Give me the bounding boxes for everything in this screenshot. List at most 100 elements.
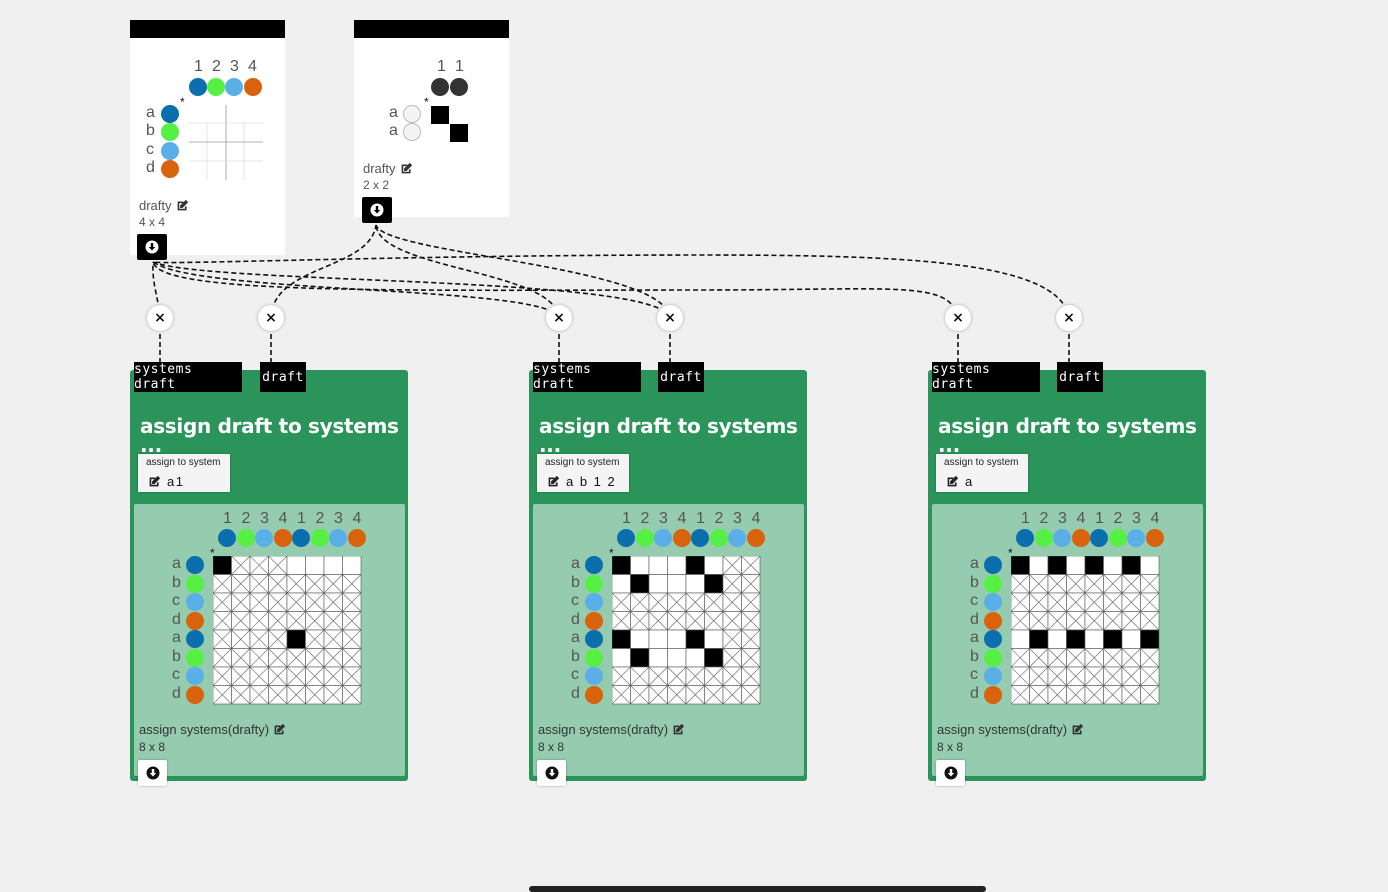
warp-system-dot[interactable] xyxy=(1108,529,1127,547)
draft-cell[interactable] xyxy=(342,648,362,668)
warp-system-dot[interactable] xyxy=(728,529,746,547)
weft-system-dot[interactable] xyxy=(984,574,1002,593)
weft-system-dot[interactable] xyxy=(161,142,179,160)
draft-cell[interactable] xyxy=(648,574,668,594)
draft-cell[interactable] xyxy=(612,648,631,668)
draft-cell[interactable] xyxy=(213,629,232,649)
draft-cell[interactable] xyxy=(1011,611,1030,631)
draft-cell[interactable] xyxy=(286,629,306,649)
remove-connection-button[interactable]: × xyxy=(1056,305,1082,331)
warp-system-dot[interactable] xyxy=(310,529,329,547)
draft-cell[interactable] xyxy=(1103,629,1123,649)
output-draft-grid[interactable] xyxy=(1011,556,1161,706)
draft-cell[interactable] xyxy=(630,629,650,649)
draft-cell[interactable] xyxy=(286,666,306,686)
weft-system-dot[interactable] xyxy=(186,685,204,704)
draft-cell[interactable] xyxy=(685,648,705,668)
draft-cell[interactable] xyxy=(1047,592,1067,612)
remove-connection-button[interactable]: × xyxy=(147,305,173,331)
draft-cell[interactable] xyxy=(1103,574,1123,594)
weft-system-dot[interactable] xyxy=(186,667,204,685)
draft-cell[interactable] xyxy=(342,611,362,631)
draft-cell[interactable] xyxy=(323,666,343,686)
download-button[interactable] xyxy=(362,197,392,223)
weft-system-dot[interactable] xyxy=(161,123,179,141)
draft-cell[interactable] xyxy=(323,556,343,575)
weft-system-dot[interactable] xyxy=(585,648,603,667)
draft-cell[interactable] xyxy=(741,629,761,649)
param-value[interactable]: a xyxy=(946,474,974,489)
weft-system-dot[interactable] xyxy=(585,630,603,648)
draft-cell[interactable] xyxy=(213,648,232,668)
edit-icon[interactable] xyxy=(547,475,560,488)
draft-cell[interactable] xyxy=(630,574,650,594)
weft-system-dot[interactable] xyxy=(403,105,421,123)
draft-cell[interactable] xyxy=(231,648,251,668)
operation-assign-draft-to-systems[interactable]: assign draft to systems ···assign to sys… xyxy=(529,370,807,786)
weft-system-dot[interactable] xyxy=(186,611,204,630)
draft-cell[interactable] xyxy=(213,556,232,575)
warp-system-dot[interactable] xyxy=(431,78,449,96)
draft-cell[interactable] xyxy=(1011,629,1030,649)
warp-system-dot[interactable] xyxy=(709,529,728,547)
draft-card-drafty-4x4[interactable]: 1 2 3 4 * a b c d drafty 4 x 4 xyxy=(130,20,285,260)
draft-cell[interactable] xyxy=(648,685,668,705)
draft-cell[interactable] xyxy=(1121,629,1141,649)
draft-cell[interactable] xyxy=(1121,574,1141,594)
draft-cell[interactable] xyxy=(1121,685,1141,705)
warp-system-dot[interactable] xyxy=(273,529,292,547)
draft-cell[interactable] xyxy=(231,629,251,649)
draft-cell-filled[interactable] xyxy=(450,124,468,142)
draft-cell[interactable] xyxy=(1011,685,1030,705)
weft-system-dot[interactable] xyxy=(186,630,204,648)
draft-cell[interactable] xyxy=(286,611,306,631)
draft-cell[interactable] xyxy=(286,556,306,575)
draft-cell[interactable] xyxy=(648,666,668,686)
weft-system-dot[interactable] xyxy=(984,630,1002,648)
remove-connection-button[interactable]: × xyxy=(657,305,683,331)
draft-cell[interactable] xyxy=(685,592,705,612)
draft-cell[interactable] xyxy=(667,666,687,686)
edit-icon[interactable] xyxy=(273,723,286,736)
draft-cell[interactable] xyxy=(249,685,269,705)
output-draft-name[interactable]: assign systems(drafty) xyxy=(139,722,286,737)
draft-cell[interactable] xyxy=(268,685,288,705)
draft-cell[interactable] xyxy=(1011,574,1030,594)
draft-cell[interactable] xyxy=(213,592,232,612)
draft-cell[interactable] xyxy=(305,685,325,705)
warp-system-dot[interactable] xyxy=(329,529,347,547)
edit-icon[interactable] xyxy=(148,475,161,488)
draft-cell[interactable] xyxy=(1029,556,1049,575)
draft-cell[interactable] xyxy=(231,574,251,594)
draft-cell[interactable] xyxy=(249,666,269,686)
weft-system-dot[interactable] xyxy=(585,593,603,611)
draft-cell[interactable] xyxy=(1029,629,1049,649)
warp-system-dot[interactable] xyxy=(672,529,691,547)
draft-cell[interactable] xyxy=(685,685,705,705)
draft-cell[interactable] xyxy=(213,666,232,686)
draft-cell[interactable] xyxy=(1066,666,1086,686)
draft-cell[interactable] xyxy=(213,611,232,631)
draft-cell[interactable] xyxy=(648,629,668,649)
draft-name[interactable]: drafty xyxy=(139,198,189,213)
draft-cell[interactable] xyxy=(231,556,251,575)
draft-cell[interactable] xyxy=(612,556,631,575)
weft-system-dot[interactable] xyxy=(984,556,1002,574)
port-systems-draft[interactable]: systems draft xyxy=(932,362,1040,392)
draft-cell[interactable] xyxy=(704,629,724,649)
draft-cell[interactable] xyxy=(1066,685,1086,705)
draft-cell[interactable] xyxy=(1140,648,1160,668)
port-draft[interactable]: draft xyxy=(260,362,306,392)
draft-cell[interactable] xyxy=(305,611,325,631)
draft-cell[interactable] xyxy=(1140,685,1160,705)
weft-system-dot[interactable] xyxy=(984,611,1002,630)
remove-connection-button[interactable]: × xyxy=(546,305,572,331)
port-draft[interactable]: draft xyxy=(1057,362,1103,392)
draft-cell[interactable] xyxy=(1103,648,1123,668)
draft-cell[interactable] xyxy=(1047,629,1067,649)
draft-cell[interactable] xyxy=(268,629,288,649)
warp-system-dot[interactable] xyxy=(347,529,366,547)
draft-cell[interactable] xyxy=(741,648,761,668)
